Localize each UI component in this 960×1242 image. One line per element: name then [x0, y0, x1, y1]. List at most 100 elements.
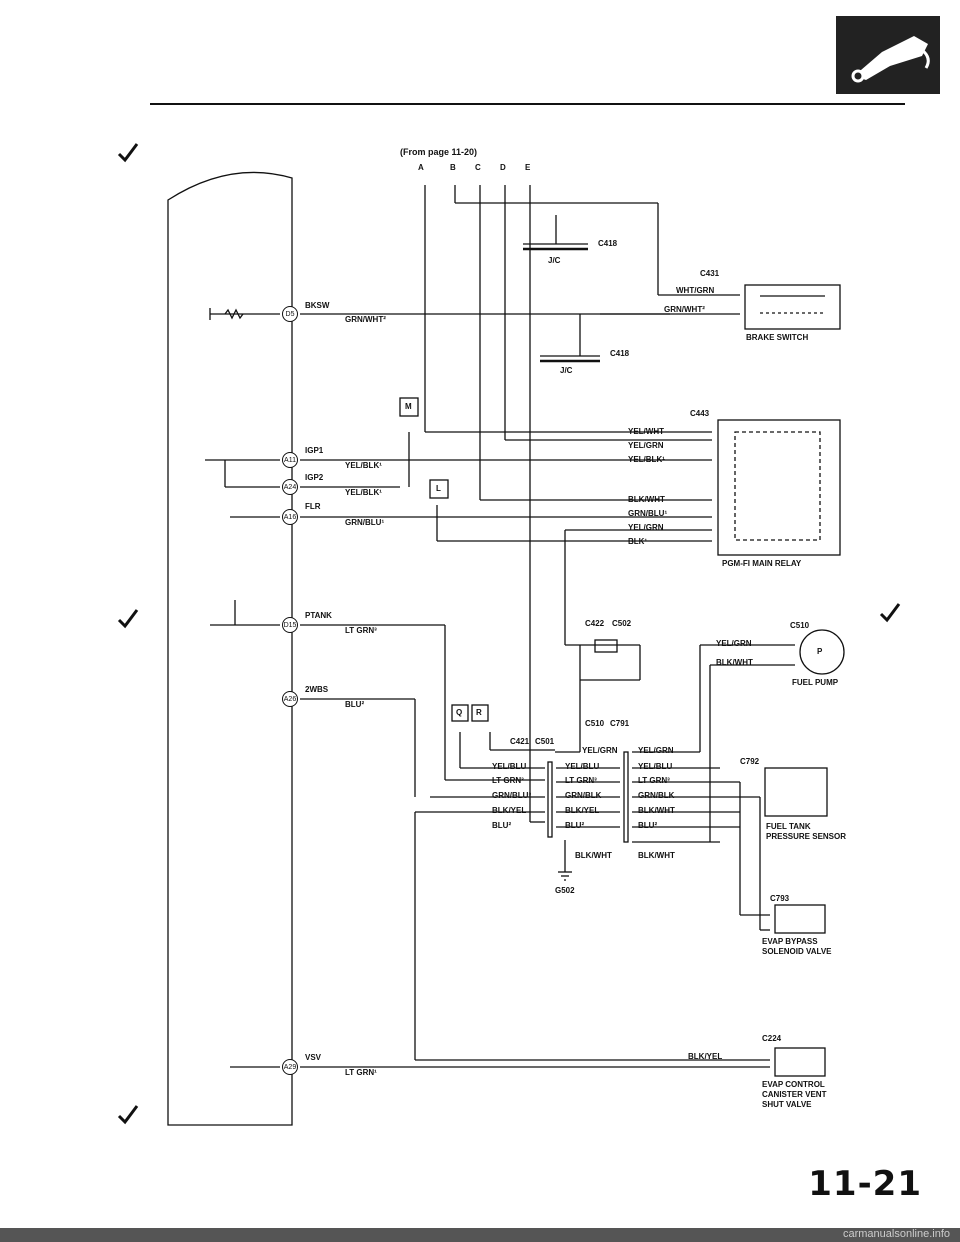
fuel-pump-label: FUEL PUMP: [792, 678, 839, 687]
c791-wire-6: BLU²: [638, 821, 658, 830]
terminal-e: E: [525, 163, 531, 172]
ref-m: M: [405, 402, 412, 411]
g502-label: G502: [555, 886, 575, 895]
relay-wire-2: YEL/GRN: [628, 441, 664, 450]
c418-upper-label: C418: [598, 239, 618, 248]
c501-wire-5: BLK/YEL: [565, 806, 600, 815]
pin-a26-wire: BLU²: [345, 700, 365, 709]
ref-r: R: [476, 708, 482, 717]
brake-switch-label: BRAKE SWITCH: [746, 333, 809, 342]
brake-wire-2: GRN/WHT²: [664, 305, 705, 314]
c501-wire-2: YEL/BLU: [565, 762, 600, 771]
c421-wire-4: BLK/YEL: [492, 806, 527, 815]
terminal-c: C: [475, 163, 481, 172]
page-number: 11-21: [808, 1164, 922, 1204]
pin-a16: A16: [282, 509, 298, 525]
pin-a11-name: IGP1: [305, 446, 324, 455]
check-mark-icon: [117, 1105, 139, 1125]
relay-wire-1: YEL/WHT: [628, 427, 664, 436]
c791-wire-7: BLK/WHT: [638, 851, 675, 860]
c418-lower-label: C418: [610, 349, 630, 358]
terminal-d: D: [500, 163, 506, 172]
pin-d5-wire: GRN/WHT²: [345, 315, 386, 324]
pin-a26-name: 2WBS: [305, 685, 329, 694]
footer-bar: carmanualsonline.info: [0, 1228, 960, 1242]
c501-wire-7: BLK/WHT: [575, 851, 612, 860]
pin-d15-wire: LT GRN³: [345, 626, 377, 635]
check-mark-icon: [117, 609, 139, 629]
pin-a29-wire: LT GRN¹: [345, 1068, 377, 1077]
relay-wire-4: BLK/WHT: [628, 495, 665, 504]
c510-label: C510: [585, 719, 605, 728]
c421-wire-5: BLU²: [492, 821, 512, 830]
terminal-b: B: [450, 163, 456, 172]
pin-a16-wire: GRN/BLU¹: [345, 518, 385, 527]
pin-a11-wire: YEL/BLK¹: [345, 461, 382, 470]
c501-wire-4: GRN/BLK: [565, 791, 602, 800]
c791-wire-2: YEL/BLU: [638, 762, 673, 771]
bypass-label-2: SOLENOID VALVE: [762, 947, 832, 956]
c421-wire-2: LT GRN³: [492, 776, 524, 785]
ref-l: L: [436, 484, 441, 493]
from-page-note: (From page 11-20): [400, 147, 478, 157]
pin-d15: D15: [282, 617, 298, 633]
c443-label: C443: [690, 409, 710, 418]
sensor-label-1: FUEL TANK: [766, 822, 811, 831]
shut-label-1: EVAP CONTROL: [762, 1080, 825, 1089]
c791-wire-5: BLK/WHT: [638, 806, 675, 815]
terminal-a: A: [418, 163, 424, 172]
c791-wire-4: GRN/BLK: [638, 791, 675, 800]
c791-wire-3: LT GRN³: [638, 776, 670, 785]
pin-a24: A24: [282, 479, 298, 495]
jc-upper-label: J/C: [548, 256, 561, 265]
main-relay-label: PGM-FI MAIN RELAY: [722, 559, 802, 568]
bypass-label-1: EVAP BYPASS: [762, 937, 818, 946]
pin-d15-name: PTANK: [305, 611, 332, 620]
c501-wire-6: BLU²: [565, 821, 585, 830]
ref-q: Q: [456, 708, 463, 717]
shut-label-3: SHUT VALVE: [762, 1100, 812, 1109]
pin-a29-name: VSV: [305, 1053, 322, 1062]
c422-label: C422: [585, 619, 605, 628]
relay-wire-5: GRN/BLU¹: [628, 509, 668, 518]
shut-valve-wire: BLK/YEL: [688, 1052, 723, 1061]
pin-a24-wire: YEL/BLK¹: [345, 488, 382, 497]
c501-wire-3: LT GRN³: [565, 776, 597, 785]
pin-a16-name: FLR: [305, 502, 321, 511]
c431-label: C431: [700, 269, 720, 278]
c791-label: C791: [610, 719, 630, 728]
shut-label-2: CANISTER VENT: [762, 1090, 827, 1099]
c421-label: C421: [510, 737, 530, 746]
pump-wire-1: YEL/GRN: [716, 639, 752, 648]
c421-wire-3: GRN/BLU³: [492, 791, 532, 800]
brake-wire-1: WHT/GRN: [676, 286, 715, 295]
pin-d5-name: BKSW: [305, 301, 330, 310]
pin-a26: A26: [282, 691, 298, 707]
c421-wire-1: YEL/BLU: [492, 762, 527, 771]
pump-wire-2: BLK/WHT: [716, 658, 753, 667]
c501-wire-1: YEL/GRN: [582, 746, 618, 755]
pin-a29: A29: [282, 1059, 298, 1075]
c501-label: C501: [535, 737, 555, 746]
c224-label: C224: [762, 1034, 782, 1043]
sensor-label-2: PRESSURE SENSOR: [766, 832, 847, 841]
c791-wire-1: YEL/GRN: [638, 746, 674, 755]
c792-label: C792: [740, 757, 760, 766]
relay-wire-6: YEL/GRN: [628, 523, 664, 532]
pin-a24-name: IGP2: [305, 473, 324, 482]
pin-a11: A11: [282, 452, 298, 468]
pump-symbol: P: [817, 647, 823, 656]
relay-wire-7: BLK¹: [628, 537, 648, 546]
section-logo: [836, 16, 940, 94]
check-mark-icon: [879, 603, 901, 623]
relay-wire-3: YEL/BLK¹: [628, 455, 665, 464]
c502-label: C502: [612, 619, 632, 628]
car-hose-icon: [851, 36, 930, 83]
watermark[interactable]: carmanualsonline.info: [842, 1228, 950, 1240]
c510-pump-label: C510: [790, 621, 810, 630]
check-mark-icon: [117, 143, 139, 163]
pin-d5: D5: [282, 306, 298, 322]
jc-lower-label: J/C: [560, 366, 573, 375]
c793-label: C793: [770, 894, 790, 903]
